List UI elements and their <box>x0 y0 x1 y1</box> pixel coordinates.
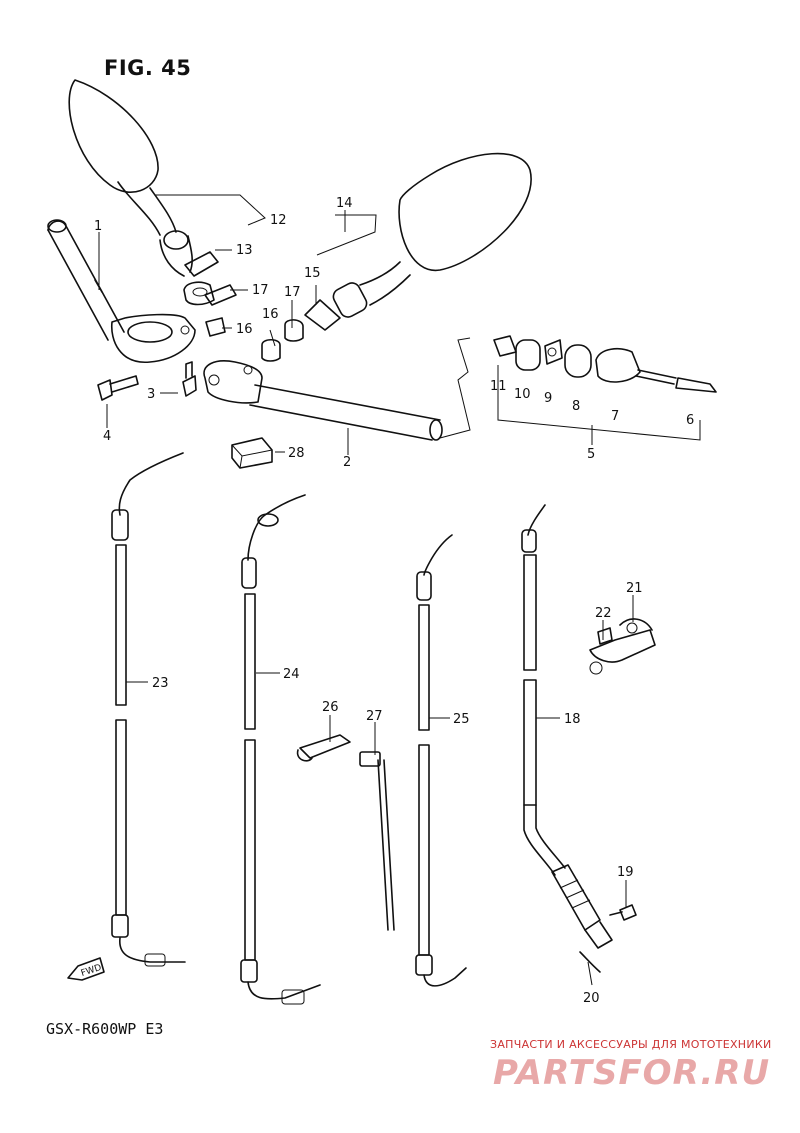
figure-title: FIG. 45 <box>104 56 192 80</box>
callout-2: 2 <box>343 455 351 470</box>
bar-end-weights <box>493 335 717 393</box>
watermark-caption: ЗАПЧАСТИ И АКСЕССУАРЫ ДЛЯ МОТОТЕХНИКИ <box>490 1038 772 1051</box>
callout-28: 28 <box>288 446 305 461</box>
cable-18 <box>521 504 613 949</box>
callout-labels: 1 2 3 4 5 6 7 8 9 10 11 12 13 14 15 16 1… <box>94 196 694 1006</box>
small-fasteners-left <box>183 251 304 362</box>
callout-16a: 16 <box>236 322 253 337</box>
cable-25 <box>415 534 467 987</box>
callout-17a: 17 <box>252 283 269 298</box>
switch-19-22 <box>579 618 656 973</box>
callout-16b: 16 <box>262 307 279 322</box>
callout-22: 22 <box>595 606 612 621</box>
callout-11: 11 <box>490 379 507 394</box>
callout-23: 23 <box>152 676 169 691</box>
model-code: GSX-R600WP E3 <box>46 1020 164 1038</box>
callout-24: 24 <box>283 667 300 682</box>
callout-21: 21 <box>626 581 643 596</box>
callout-8: 8 <box>572 399 580 414</box>
leader-lines <box>98 194 701 986</box>
right-mirror <box>304 152 532 331</box>
callout-1: 1 <box>94 219 102 234</box>
callout-9: 9 <box>544 391 552 406</box>
callout-18: 18 <box>564 712 581 727</box>
callout-15: 15 <box>304 266 321 281</box>
callout-27: 27 <box>366 709 383 724</box>
callout-6: 6 <box>686 413 694 428</box>
clamp-26 <box>296 734 351 762</box>
bolts-3-4 <box>97 361 197 401</box>
callout-3: 3 <box>147 387 155 402</box>
left-handlebar <box>47 219 196 363</box>
cable-24 <box>240 494 321 1005</box>
callout-5: 5 <box>587 447 595 462</box>
callout-4: 4 <box>103 429 111 444</box>
grip-block-28 <box>231 437 273 469</box>
watermark-logo: PARTSFOR.RU <box>493 1053 771 1093</box>
callout-20: 20 <box>583 991 600 1006</box>
forward-arrow-icon: FWD <box>67 957 105 981</box>
callout-7: 7 <box>611 409 619 424</box>
callout-26: 26 <box>322 700 339 715</box>
callout-12: 12 <box>270 213 287 228</box>
cable-tie-27 <box>359 751 395 931</box>
right-handlebar <box>203 360 443 441</box>
callout-25: 25 <box>453 712 470 727</box>
cable-23 <box>111 452 186 967</box>
callout-13: 13 <box>236 243 253 258</box>
left-mirror <box>68 79 193 277</box>
callout-10: 10 <box>514 387 531 402</box>
callout-17b: 17 <box>284 285 301 300</box>
callout-14: 14 <box>336 196 353 211</box>
callout-19: 19 <box>617 865 634 880</box>
